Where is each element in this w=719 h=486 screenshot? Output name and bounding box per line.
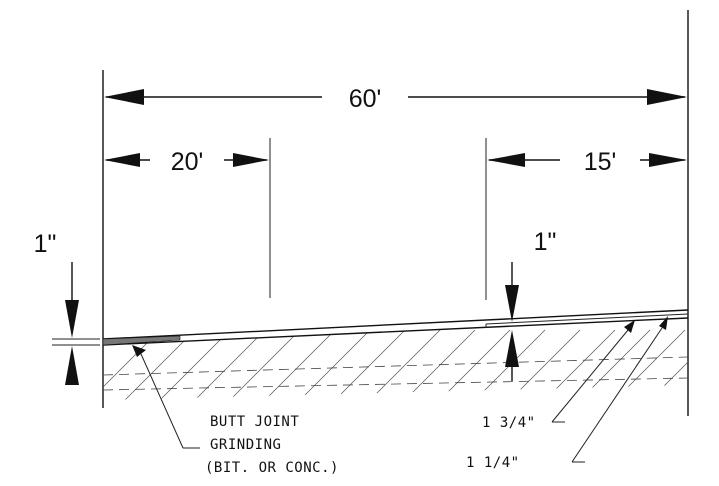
left-taper-label: 20' bbox=[171, 148, 204, 176]
note-line-3: (BIT. OR CONC.) bbox=[205, 460, 339, 476]
right-section-label: 15' bbox=[584, 148, 617, 176]
callout-a-label: 1 3/4" bbox=[482, 415, 536, 431]
left-thickness-label: 1" bbox=[34, 230, 57, 258]
callout-a: 1 3/4" bbox=[482, 320, 635, 431]
note-line-2: GRINDING bbox=[210, 437, 281, 453]
right-thickness-label: 1" bbox=[534, 228, 557, 256]
callout-b: 1 1/4" bbox=[466, 316, 668, 471]
right-section-dimension: 15' bbox=[487, 148, 687, 176]
left-taper-dimension: 20' bbox=[104, 148, 269, 176]
base-course bbox=[102, 329, 689, 400]
callout-b-label: 1 1/4" bbox=[466, 455, 520, 471]
note-line-1: BUTT JOINT bbox=[210, 414, 299, 430]
total-length-label: 60' bbox=[349, 85, 382, 113]
total-length-dimension: 60' bbox=[104, 85, 687, 113]
left-thickness-dimension: 1" bbox=[34, 230, 100, 385]
butt-joint-note: BUTT JOINT GRINDING (BIT. OR CONC.) bbox=[132, 345, 339, 476]
right-thickness-dimension: 1" bbox=[505, 228, 556, 381]
pavement-surface bbox=[102, 309, 689, 346]
butt-joint-grind-area bbox=[102, 335, 181, 346]
